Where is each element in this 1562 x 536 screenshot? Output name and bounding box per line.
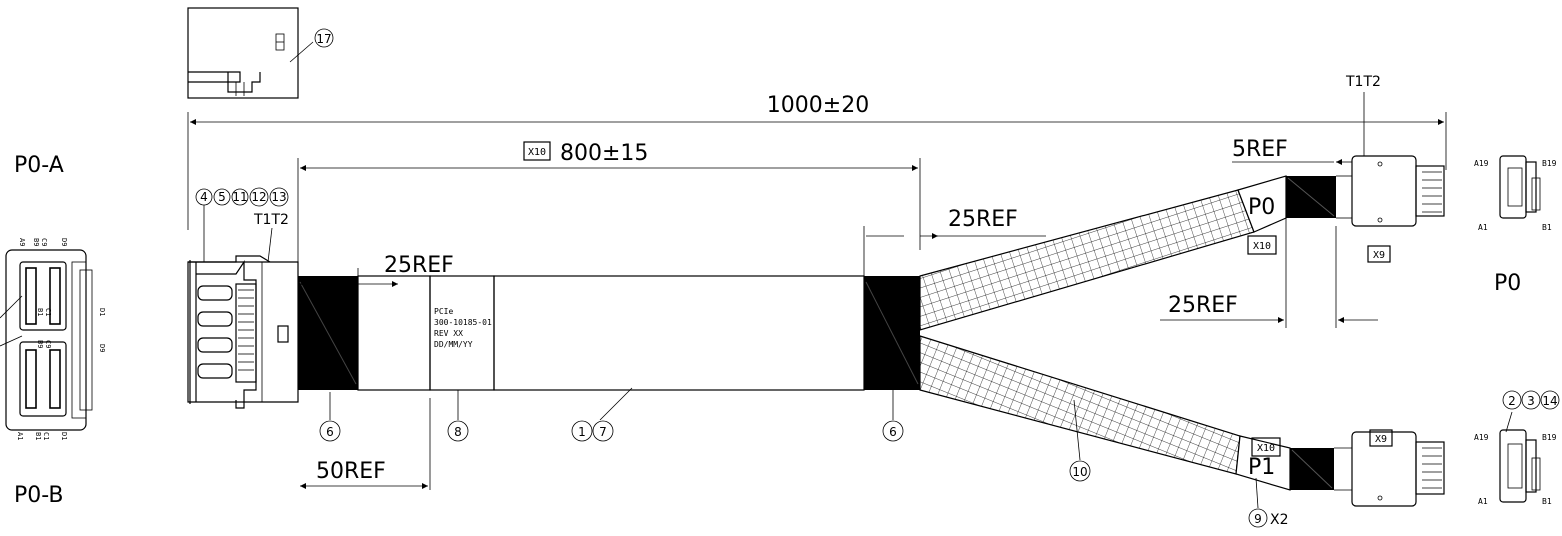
- svg-text:B19: B19: [1542, 433, 1557, 442]
- x10-bottom: X10: [1257, 443, 1275, 454]
- right-t1t2: T1T2: [1345, 74, 1381, 90]
- svg-text:A19: A19: [1474, 433, 1489, 442]
- dim-25ref-right-text: 25REF: [1168, 293, 1238, 318]
- balloon-6-left: 6: [326, 425, 334, 439]
- dim-overall-text: 1000±20: [767, 93, 869, 118]
- dim-50ref: 50REF: [300, 398, 431, 490]
- p0-tag: P0: [1248, 195, 1275, 220]
- branch-p1: P1 X10 X9 10 9 X2: [919, 335, 1445, 528]
- cable-label: PCIe 300-10185-01 REV XX DD/MM/YY: [434, 307, 492, 349]
- balloon-9: 9: [1254, 512, 1262, 526]
- svg-text:C9: C9: [44, 340, 52, 348]
- dim-25ref-mid-text: 25REF: [948, 207, 1018, 232]
- p1-tag: P1: [1248, 455, 1275, 480]
- dim-overall: 1000±20: [187, 93, 1447, 230]
- x9-top: X9: [1373, 250, 1385, 261]
- svg-text:B9: B9: [36, 340, 44, 348]
- svg-text:A19: A19: [1474, 159, 1489, 168]
- svg-text:C1: C1: [44, 308, 52, 316]
- balloon-1: 1: [578, 425, 586, 439]
- main-cable: PCIe 300-10185-01 REV XX DD/MM/YY: [298, 275, 920, 391]
- svg-text:D9: D9: [60, 238, 68, 246]
- svg-text:B1: B1: [1542, 497, 1552, 506]
- svg-text:D1: D1: [60, 432, 68, 440]
- x9-bottom: X9: [1375, 434, 1387, 445]
- balloon-10: 10: [1072, 465, 1087, 479]
- x2-qty: X2: [1270, 512, 1289, 528]
- svg-text:A1: A1: [1478, 497, 1488, 506]
- branch-p0: P0 X10 X9 5REF T1T2 25REF: [919, 74, 1445, 331]
- svg-text:B1: B1: [1542, 223, 1552, 232]
- dim-25ref-mid: 25REF: [863, 207, 1046, 276]
- view-label-p0a: P0-A: [14, 153, 64, 178]
- pin-labels-left: A9 B9 C9 D9 B1 C1 D1 B9 C9 D9 A1 B1 C1 D…: [16, 238, 106, 440]
- svg-text:PCIe: PCIe: [434, 307, 453, 316]
- balloon-13: 13: [271, 190, 286, 204]
- balloon-3: 3: [1527, 394, 1535, 408]
- svg-text:B9: B9: [32, 238, 40, 246]
- svg-text:B1: B1: [36, 308, 44, 316]
- detail-clip-view: 17: [187, 7, 334, 99]
- left-end-view: P0-A P0-B A9 B9 C9 D9 B1 C1 D1 B9 C9 D9 …: [0, 153, 106, 508]
- svg-text:D9: D9: [98, 344, 106, 352]
- left-t1t2: T1T2: [253, 212, 289, 228]
- svg-text:A1: A1: [16, 432, 24, 440]
- svg-text:REV XX: REV XX: [434, 329, 463, 338]
- svg-text:A1: A1: [1478, 223, 1488, 232]
- svg-text:D1: D1: [98, 308, 106, 316]
- left-connector: 4 5 11 12 13 T1T2: [187, 187, 299, 409]
- right-end-view-bottom: 2 3 14 A19 B19 A1 B1: [1474, 390, 1560, 506]
- svg-text:C1: C1: [42, 432, 50, 440]
- balloon-7: 7: [599, 425, 607, 439]
- x10-top: X10: [1253, 241, 1271, 252]
- right-p0-caption: P0: [1494, 271, 1521, 296]
- dim-50ref-text: 50REF: [316, 459, 386, 484]
- svg-text:B19: B19: [1542, 159, 1557, 168]
- dim-main-text: 800±15: [560, 141, 648, 166]
- svg-text:300-10185-01: 300-10185-01: [434, 318, 492, 327]
- balloon-17: 17: [316, 32, 331, 46]
- balloon-4: 4: [200, 190, 208, 204]
- balloon-11: 11: [232, 190, 247, 204]
- svg-text:B1: B1: [34, 432, 42, 440]
- balloon-8: 8: [454, 425, 462, 439]
- balloon-2: 2: [1508, 394, 1516, 408]
- svg-text:A9: A9: [18, 238, 26, 246]
- dim-main-length: X10 800±15: [297, 141, 921, 282]
- dim-25ref-left-text: 25REF: [384, 253, 454, 278]
- svg-text:C9: C9: [40, 238, 48, 246]
- balloon-12: 12: [251, 190, 266, 204]
- view-label-p0b: P0-B: [14, 483, 64, 508]
- svg-text:DD/MM/YY: DD/MM/YY: [434, 340, 473, 349]
- dim-5ref-text: 5REF: [1232, 137, 1288, 162]
- body-balloons: 6 8 1 7 6: [319, 387, 904, 442]
- dim-main-tag: X10: [528, 147, 546, 158]
- balloon-5: 5: [218, 190, 226, 204]
- balloon-6-right: 6: [889, 425, 897, 439]
- dim-25ref-left: 25REF: [300, 253, 470, 292]
- balloon-14: 14: [1542, 394, 1557, 408]
- right-end-view-top: A19 B19 A1 B1 P0: [1474, 155, 1557, 296]
